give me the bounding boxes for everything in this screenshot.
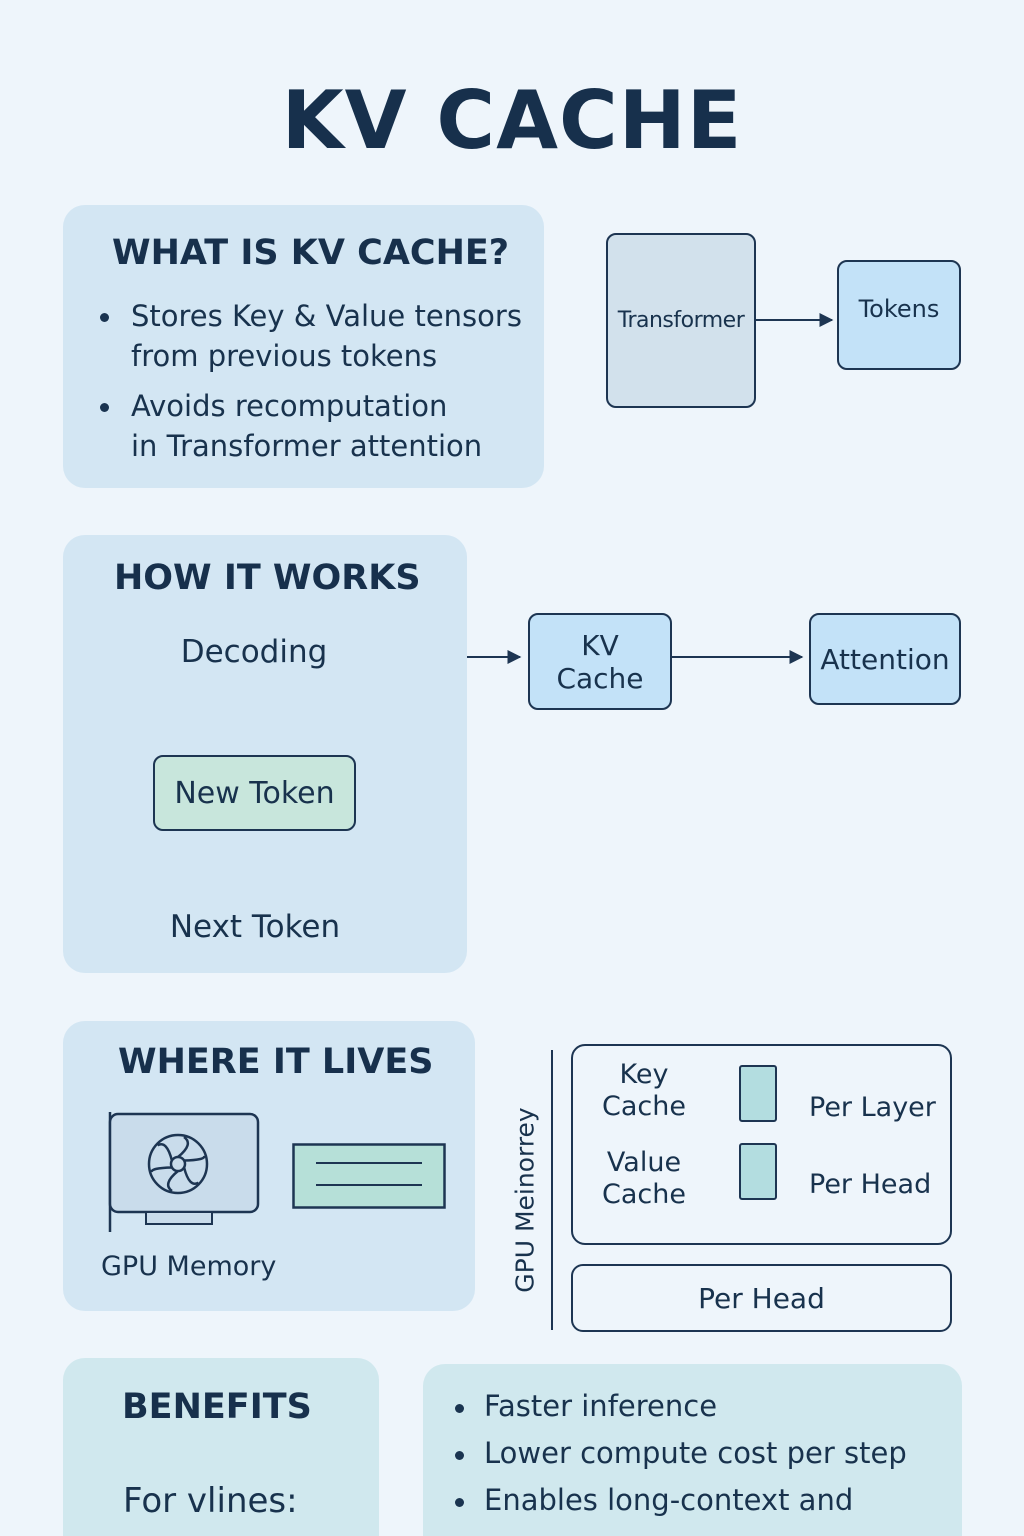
gpu-card-icon [108, 1112, 260, 1232]
memory-module-icon [292, 1143, 446, 1209]
key-cache-block [739, 1065, 777, 1122]
bullet-dot [100, 403, 109, 412]
per-head-bar: Per Head [571, 1264, 952, 1332]
value-cache-label: Value Cache [585, 1147, 703, 1211]
bullet-dot [100, 313, 109, 322]
what-bullet-1-line-2: from previous tokens [131, 339, 438, 373]
benefits-list-panel [423, 1364, 962, 1536]
key-cache-line-2: Cache [602, 1091, 686, 1122]
page-title: KV CACHE [281, 74, 743, 167]
decoding-label: Decoding [180, 634, 328, 670]
new-token-label: New Token [174, 775, 335, 811]
bullet-dot [455, 1498, 464, 1507]
attention-label: Attention [820, 642, 950, 676]
benefit-item-3: Enables long-context and [484, 1483, 854, 1517]
per-layer-label: Per Layer [809, 1092, 936, 1123]
how-heading: HOW IT WORKS [114, 558, 421, 598]
benefits-heading: BENEFITS [122, 1387, 312, 1427]
bullet-dot [455, 1451, 464, 1460]
what-bullet-2-line-2: in Transformer attention [131, 429, 483, 463]
where-heading: WHERE IT LIVES [118, 1042, 434, 1082]
key-cache-line-1: Key [619, 1059, 669, 1090]
benefit-item-2: Lower compute cost per step [484, 1436, 907, 1470]
value-cache-line-2: Cache [602, 1179, 686, 1210]
new-token-box: New Token [153, 755, 356, 831]
transformer-box: Transformer [606, 233, 756, 408]
value-cache-line-1: Value [606, 1147, 682, 1178]
cache-layout-box [571, 1044, 952, 1245]
key-cache-label: Key Cache [585, 1059, 703, 1123]
gpu-memory-label: GPU Memory [101, 1251, 277, 1282]
benefits-panel [63, 1358, 379, 1536]
per-head-bar-label: Per Head [698, 1281, 825, 1315]
what-bullet-1-line-1: Stores Key & Value tensors [131, 299, 522, 333]
attention-box: Attention [809, 613, 961, 705]
kv-cache-line-1: KV [581, 628, 619, 662]
what-heading: WHAT IS KV CACHE? [112, 233, 510, 273]
what-bullet-2-line-1: Avoids recomputation [131, 389, 448, 423]
benefit-item-1: Faster inference [484, 1389, 718, 1423]
kv-cache-box: KV Cache [528, 613, 672, 710]
how-panel [63, 535, 467, 973]
bullet-dot [455, 1404, 464, 1413]
transformer-label: Transformer [617, 308, 745, 333]
per-head-inner-label: Per Head [809, 1169, 932, 1200]
gpu-memory-vertical-text: GPU Meinorrey [510, 1107, 540, 1293]
tokens-label: Tokens [858, 295, 940, 323]
value-cache-block [739, 1143, 777, 1200]
kv-cache-line-2: Cache [556, 661, 644, 695]
next-token-label: Next Token [169, 909, 341, 945]
for-vlines-label: For vlines: [123, 1481, 298, 1521]
tokens-box: Tokens [837, 260, 961, 370]
what-panel [63, 205, 544, 488]
